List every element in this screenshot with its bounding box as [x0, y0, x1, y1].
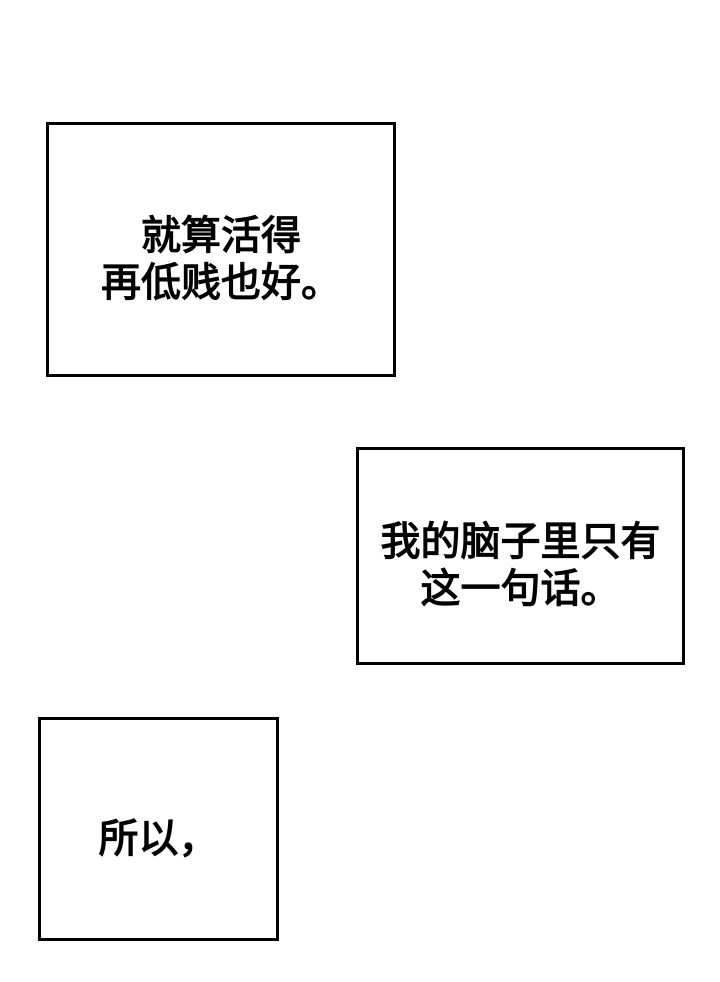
narration-box-bottom: 所以， [38, 717, 279, 941]
narration-line: 就算活得 [141, 213, 301, 258]
narration-line: 这一句话。 [420, 567, 621, 611]
narration-box-middle: 我的脑子里只有 这一句话。 [356, 447, 685, 665]
narration-text: 所以， [99, 816, 219, 863]
narration-line: 再低贱也好。 [101, 260, 341, 305]
narration-text: 就算活得 再低贱也好。 [101, 213, 341, 307]
narration-line: 所以， [98, 816, 219, 861]
narration-box-top: 就算活得 再低贱也好。 [46, 122, 396, 377]
narration-text: 我的脑子里只有 这一句话。 [381, 519, 661, 613]
narration-line: 我的脑子里只有 [380, 520, 661, 564]
